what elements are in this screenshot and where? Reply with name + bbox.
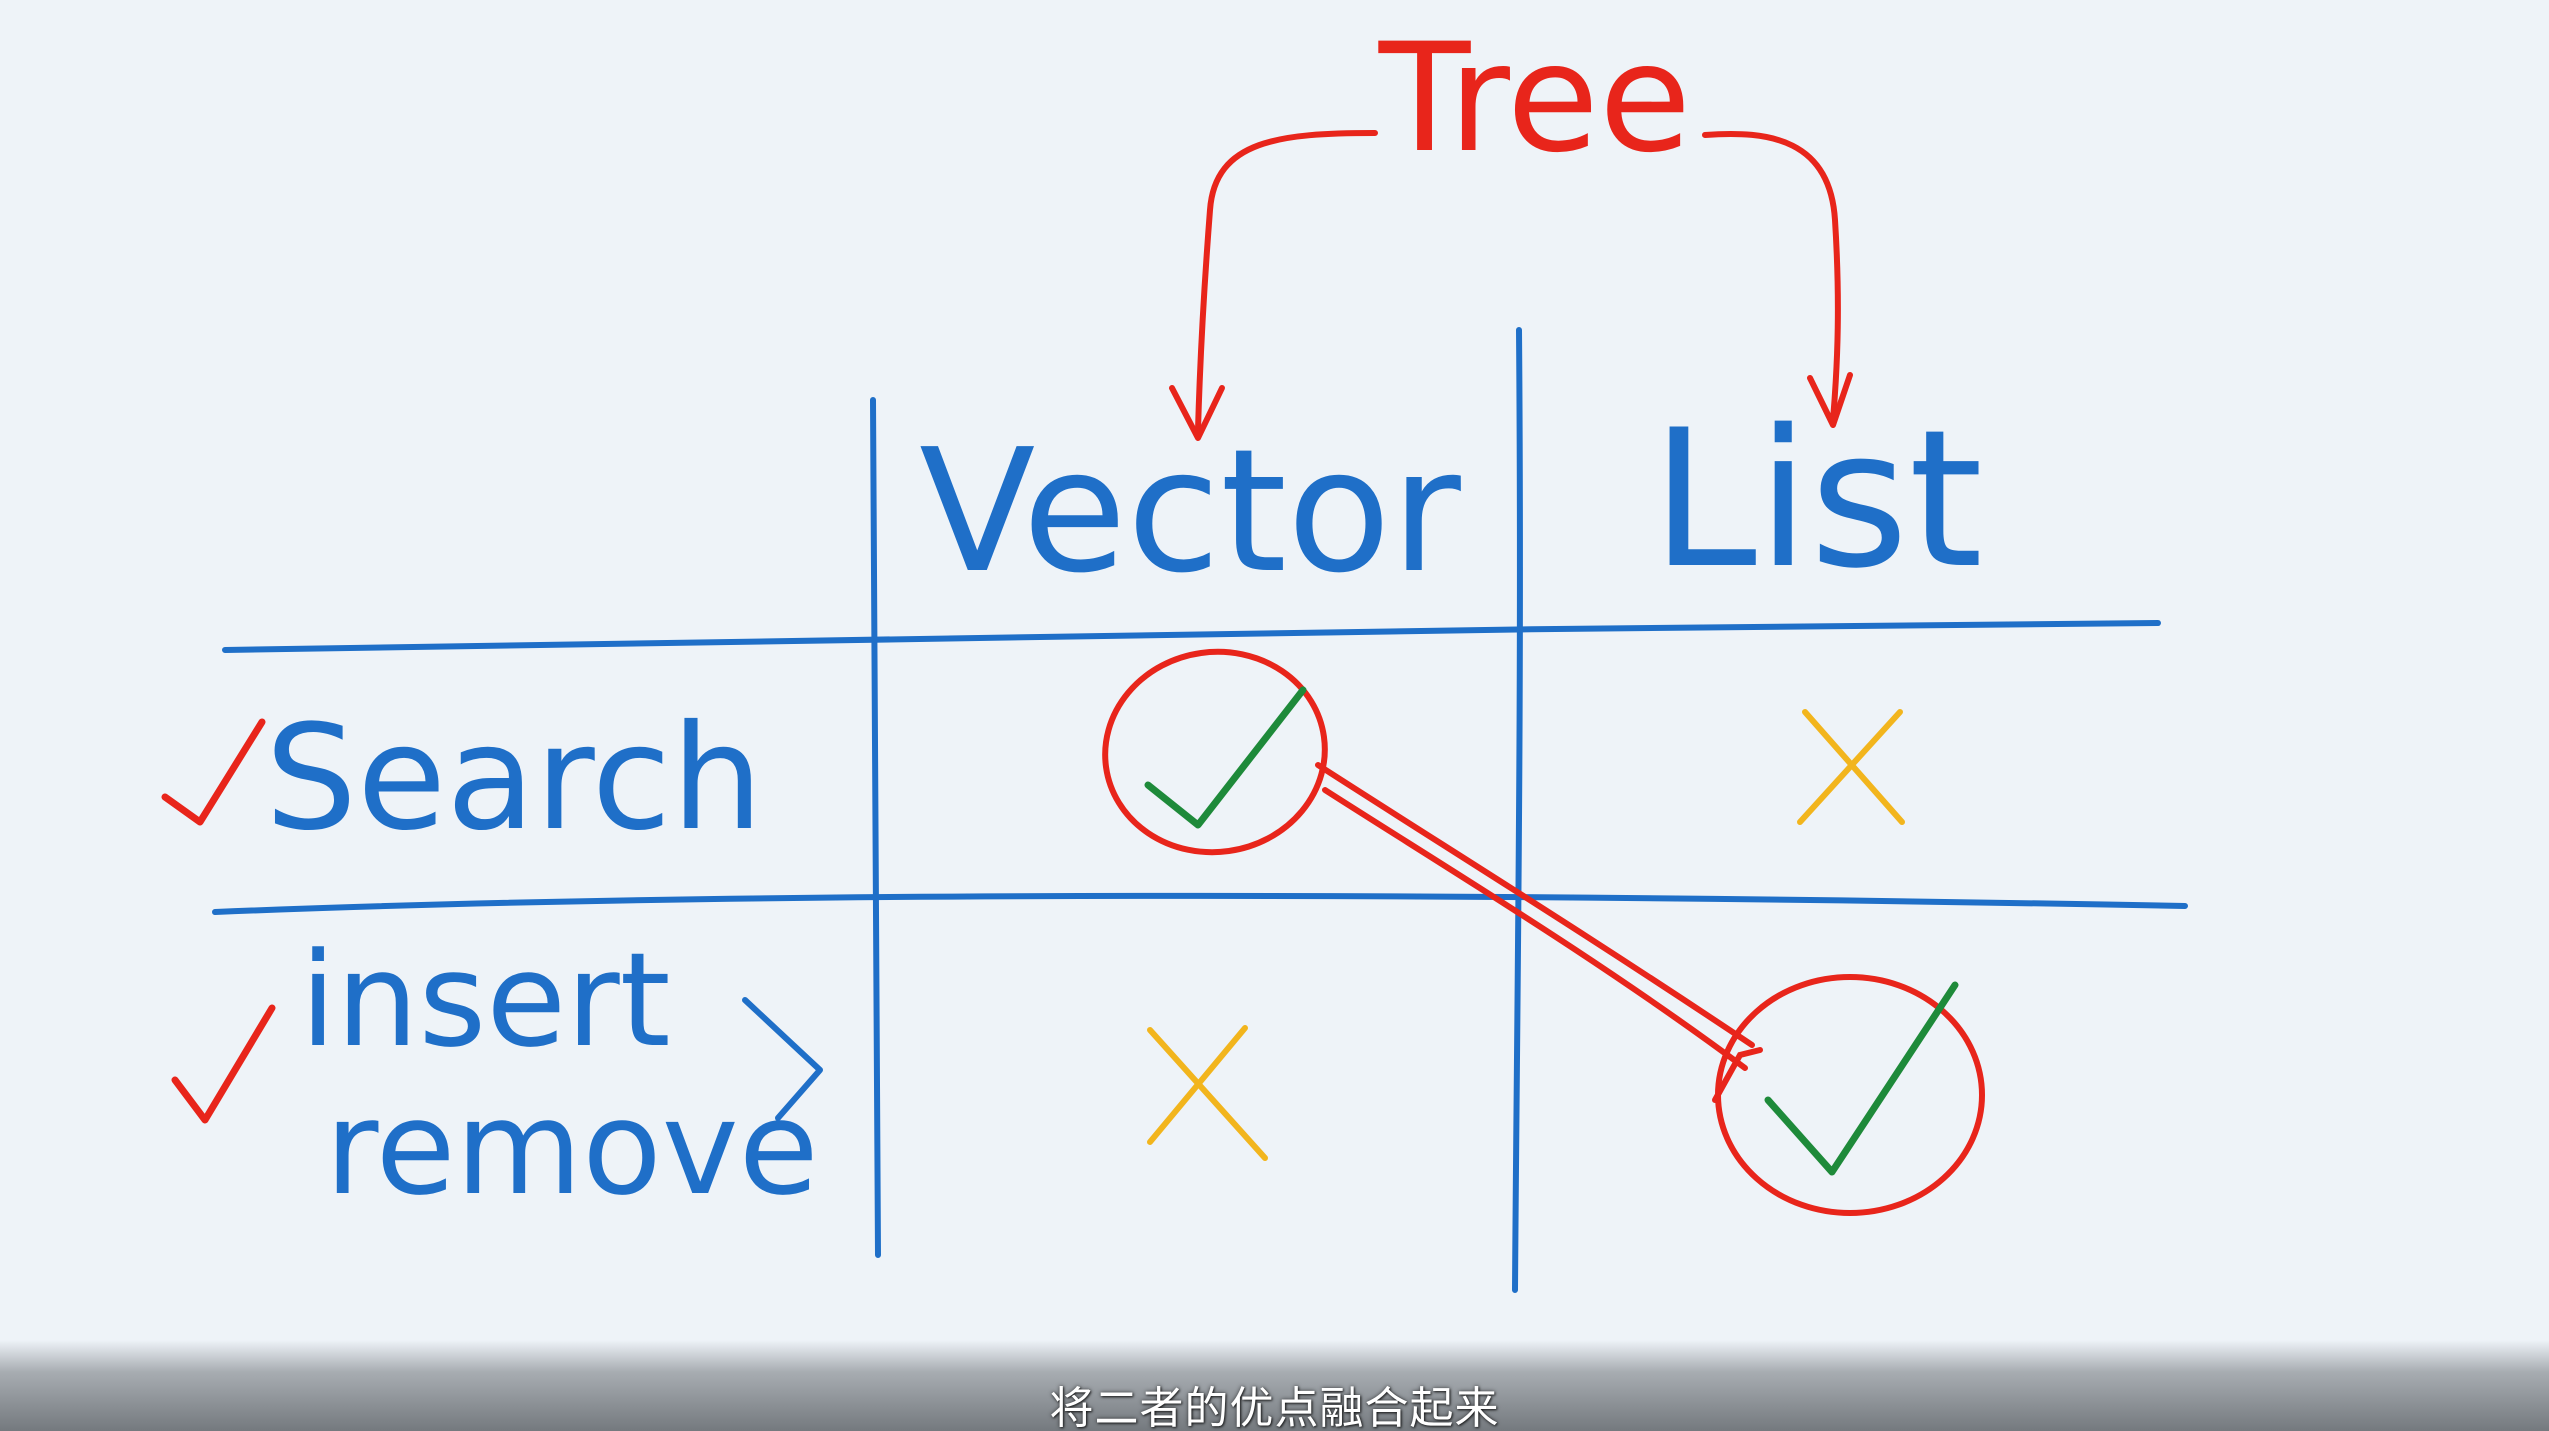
red-tick-icon — [161, 718, 266, 826]
tree-label: Tree — [1378, 12, 1692, 186]
cell-list-insert — [1715, 974, 1985, 1216]
grid-horizontal-middle — [212, 892, 2188, 915]
column-header-vector: Vector — [919, 413, 1461, 611]
red-tick-icon — [171, 1004, 276, 1124]
grid-vertical-left — [870, 397, 881, 1258]
red-connector — [1315, 762, 1763, 1103]
row-label-search: Search — [265, 694, 763, 863]
column-header-list: List — [1651, 389, 1983, 610]
cell-vector-insert — [1147, 1025, 1268, 1161]
tree-arrow-left — [1195, 130, 1378, 433]
grid-horizontal-top — [222, 620, 2161, 653]
row-insert-remove: insert remove — [171, 924, 823, 1224]
subtitle-band — [0, 1340, 2549, 1431]
tree-annotation: Tree — [1169, 12, 1853, 441]
table-grid — [212, 327, 2188, 1293]
subtitle-caption: 将二者的优点融合起来 — [1049, 1383, 1500, 1431]
green-check-icon — [1144, 686, 1307, 829]
cell-list-search — [1797, 709, 1905, 825]
grid-vertical-right — [1512, 327, 1523, 1293]
red-circle-icon — [1715, 974, 1985, 1216]
cell-vector-search — [1102, 648, 1328, 856]
yellow-cross-icon — [1147, 1025, 1268, 1161]
row-label-insert: insert — [300, 924, 671, 1076]
tree-arrow-right — [1702, 130, 1841, 423]
yellow-cross-icon — [1797, 709, 1905, 825]
row-search: Search — [161, 694, 763, 863]
green-check-icon — [1764, 981, 1959, 1176]
brace-angle-icon — [742, 997, 823, 1121]
row-label-remove: remove — [325, 1072, 819, 1224]
tree-arrow-left-head — [1169, 385, 1225, 441]
red-circle-icon — [1102, 648, 1328, 856]
tree-arrow-right-head — [1807, 372, 1853, 428]
